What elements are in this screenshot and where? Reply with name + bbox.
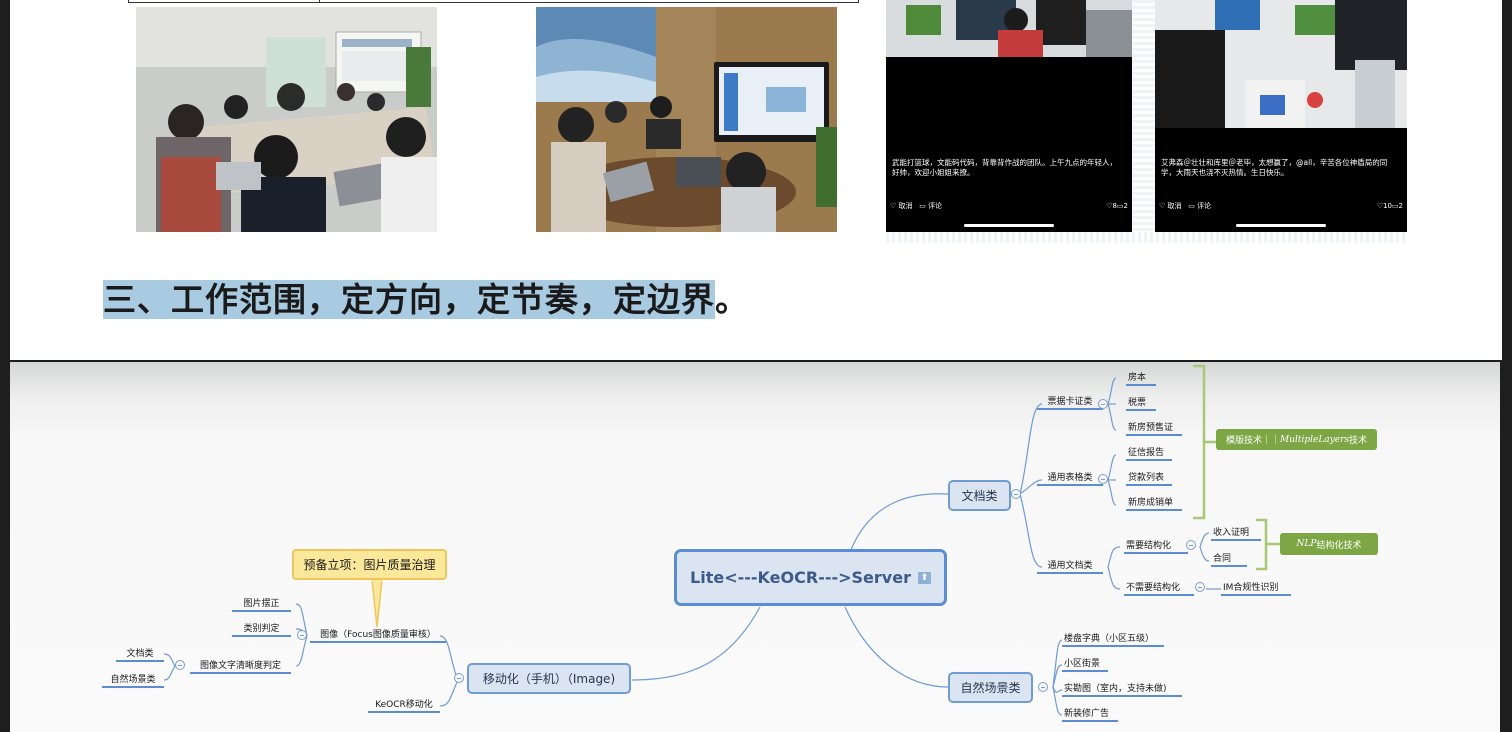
branch-doc-label: 文档类 — [961, 489, 998, 503]
node-im[interactable]: IM合规性识别 — [1221, 579, 1291, 596]
post-action-bar: ♡ 取消 ▭ 评论 ♡ 10 ▭ 2 — [1159, 200, 1403, 212]
expand-icon[interactable]: ⬆ — [917, 571, 931, 584]
node-doc-class[interactable]: 文档类 — [116, 645, 164, 662]
comment-icon: ▭ — [1116, 202, 1124, 210]
heart-icon[interactable]: ♡ — [890, 202, 897, 210]
node-tables[interactable]: 通用表格类 — [1037, 469, 1103, 486]
section-heading: 三、工作范围，定方向，定节奏，定边界。 — [103, 273, 749, 321]
node-loan[interactable]: 贷款列表 — [1126, 469, 1172, 486]
mindmap-connectors — [163, 364, 1280, 716]
node-keocr-mobile[interactable]: KeOCR移动化 — [368, 696, 440, 713]
post-action-bar: ♡ 取消 ▭ 评论 ♡ 8 ▭ 2 — [890, 200, 1128, 212]
node-deal[interactable]: 新房成销单 — [1126, 494, 1182, 511]
heart-icon: ♡ — [1376, 202, 1383, 210]
node-clarity[interactable]: 图像文字清晰度判定 — [190, 657, 291, 674]
comment-count: 2 — [1398, 202, 1403, 210]
collapse-icon[interactable] — [1186, 540, 1196, 550]
heart-icon[interactable]: ♡ — [1159, 202, 1166, 210]
node-image[interactable]: 图像（Focus图像质量审核） — [310, 626, 446, 643]
node-no-struct[interactable]: 不需要结构化 — [1124, 579, 1194, 596]
like-count: 8 — [1112, 202, 1117, 210]
branch-scene[interactable]: 自然场景类 — [948, 672, 1033, 703]
node-income[interactable]: 收入证明 — [1211, 524, 1261, 541]
branch-mobile[interactable]: 移动化（手机）（Image) — [467, 663, 631, 694]
node-general[interactable]: 通用文档类 — [1037, 557, 1103, 574]
node-fangben[interactable]: 房本 — [1126, 369, 1156, 386]
like-count: 10 — [1382, 202, 1392, 210]
comment-icon: ▭ — [1391, 202, 1399, 210]
branch-doc[interactable]: 文档类 — [948, 480, 1011, 511]
branch-mobile-label: 移动化（手机）（Image) — [482, 672, 616, 686]
comment-count: 2 — [1123, 202, 1128, 210]
collapse-icon[interactable] — [175, 660, 185, 670]
post-caption: 武能打篮球，文能码代码，背靠背作战的团队。上午九点的年轻人，好帅，欢迎小姐姐来撩… — [892, 158, 1117, 177]
collapse-icon[interactable] — [1098, 474, 1108, 484]
dotted-edge — [1132, 0, 1155, 243]
comment-icon[interactable]: ▭ — [919, 202, 926, 210]
document-page-top: 武能打篮球，文能码代码，背靠背作战的团队。上午九点的年轻人，好帅，欢迎小姐姐来撩… — [10, 0, 1502, 360]
collapse-icon[interactable] — [1195, 582, 1205, 592]
heart-icon: ♡ — [1106, 202, 1113, 210]
team-meeting-photo — [136, 7, 437, 232]
node-tax[interactable]: 税票 — [1126, 394, 1156, 411]
social-post-left: 武能打篮球，文能码代码，背靠背作战的团队。上午九点的年轻人，好帅，欢迎小姐姐来撩… — [886, 0, 1132, 232]
node-correction[interactable]: 图片摆正 — [232, 595, 291, 612]
home-indicator — [964, 224, 1054, 227]
comment-label[interactable]: 评论 — [928, 202, 943, 210]
home-indicator — [1236, 224, 1326, 227]
central-topic-label: Lite<---KeOCR--->Server — [690, 568, 911, 587]
post-caption: 艾弗森＠壮壮和库里＠老毕，太想赢了，@all，辛苦各位神盾局的同学，大雨天也浇不… — [1161, 158, 1388, 177]
heading-period: 。 — [715, 280, 749, 319]
collapse-icon[interactable] — [1098, 399, 1108, 409]
team-screen-photo — [536, 7, 837, 232]
callout-image-quality[interactable]: 预备立项：图片质量治理 — [292, 549, 447, 580]
collapse-icon[interactable] — [454, 673, 464, 683]
collapse-icon[interactable] — [1011, 489, 1021, 499]
comment-icon[interactable]: ▭ — [1188, 202, 1195, 210]
node-needs-struct[interactable]: 需要结构化 — [1124, 537, 1188, 554]
collapse-icon[interactable] — [1038, 682, 1048, 692]
node-category[interactable]: 类别判定 — [232, 620, 291, 637]
node-presale[interactable]: 新房预售证 — [1126, 419, 1182, 436]
node-survey[interactable]: 实勘图（室内，支持未做) — [1062, 680, 1182, 697]
node-scene-class[interactable]: 自然场景类 — [102, 671, 164, 688]
social-post-right: 艾弗森＠壮壮和库里＠老毕，太想赢了，@all，辛苦各位神盾局的同学，大雨天也浇不… — [1155, 0, 1407, 232]
table-bottom-edge — [128, 0, 859, 3]
dotted-edge — [886, 232, 1407, 243]
node-ads[interactable]: 新装修广告 — [1062, 705, 1118, 722]
node-contract[interactable]: 合同 — [1211, 550, 1247, 567]
branch-scene-label: 自然场景类 — [960, 681, 1021, 695]
mindmap-canvas: Lite<---KeOCR--->Server ⬆ 文档类 票据卡证类 房本 税… — [10, 362, 1500, 732]
node-credit[interactable]: 征信报告 — [1126, 444, 1172, 461]
cancel-like-label[interactable]: 取消 — [1167, 202, 1182, 210]
comment-label[interactable]: 评论 — [1197, 202, 1212, 210]
node-tickets[interactable]: 票据卡证类 — [1037, 393, 1103, 410]
collapse-icon[interactable] — [297, 630, 307, 640]
cancel-like-label[interactable]: 取消 — [898, 202, 913, 210]
central-topic-node[interactable]: Lite<---KeOCR--->Server ⬆ — [674, 549, 947, 606]
node-street[interactable]: 小区街景 — [1062, 655, 1108, 672]
left-edge — [0, 0, 10, 732]
node-dict[interactable]: 楼盘字典（小区五级） — [1062, 630, 1164, 647]
highlighted-text: 三、工作范围，定方向，定节奏，定边界 — [103, 280, 715, 319]
